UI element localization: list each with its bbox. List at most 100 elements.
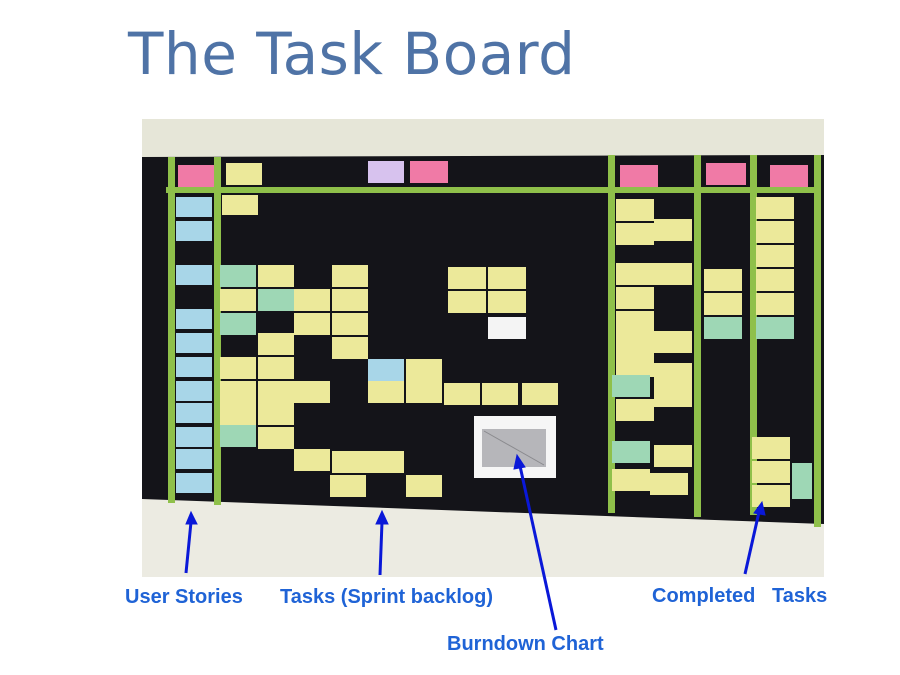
tape-col-5	[750, 155, 757, 515]
task-card	[294, 313, 330, 335]
story-card	[176, 357, 212, 377]
burndown-chart-sheet	[474, 416, 556, 478]
task-card	[752, 485, 790, 507]
story-card	[176, 309, 212, 329]
task-card	[756, 221, 794, 243]
task-card	[650, 473, 688, 495]
task-card-green	[792, 463, 812, 499]
story-card	[176, 197, 212, 217]
task-board-illustration	[142, 119, 824, 577]
story-card	[176, 381, 212, 401]
task-card-green	[612, 441, 650, 463]
task-card	[258, 357, 294, 379]
task-card	[332, 289, 368, 311]
task-board-photo	[142, 119, 824, 577]
task-card	[616, 355, 654, 377]
task-card	[654, 445, 692, 467]
task-card	[756, 269, 794, 291]
task-card	[220, 357, 256, 379]
in-progress-cards	[612, 199, 692, 495]
task-card	[616, 287, 654, 309]
task-card	[756, 293, 794, 315]
story-card	[176, 265, 212, 285]
header-card-to-verify	[706, 163, 746, 185]
header-tape	[166, 187, 816, 193]
header-card-todo	[226, 163, 262, 185]
task-card	[258, 403, 294, 425]
tape-col-3	[608, 155, 615, 513]
task-card	[368, 451, 404, 473]
task-card	[406, 359, 442, 381]
task-card	[616, 399, 654, 421]
task-card	[294, 381, 330, 403]
task-card-green	[704, 317, 742, 339]
header-cards	[178, 161, 808, 187]
header-card-story	[178, 165, 214, 187]
task-card-white	[488, 317, 526, 339]
task-card	[654, 385, 692, 407]
task-card-green	[220, 313, 256, 335]
wall-top	[142, 119, 824, 159]
tape-col-2	[214, 157, 221, 505]
slide-title: The Task Board	[128, 20, 576, 88]
tape-col-6	[814, 155, 821, 527]
story-card	[176, 403, 212, 423]
burndown-caption: Burndown Chart	[447, 633, 604, 655]
task-card	[522, 383, 558, 405]
task-card	[406, 475, 442, 497]
tape-col-1	[168, 157, 175, 503]
task-card-green	[220, 425, 256, 447]
task-card-green	[756, 317, 794, 339]
task-card	[332, 313, 368, 335]
task-card-green	[220, 265, 256, 287]
task-card	[222, 195, 258, 215]
task-card-green	[612, 375, 650, 397]
task-card	[368, 381, 404, 403]
done-cards	[752, 197, 812, 507]
task-card	[332, 265, 368, 287]
task-card	[258, 333, 294, 355]
tape-col-4	[694, 155, 701, 517]
header-card-done	[770, 165, 808, 187]
backlog-other-cards	[220, 265, 526, 447]
task-card	[654, 363, 692, 385]
task-card	[406, 381, 442, 403]
user-stories-caption: User Stories	[125, 586, 243, 608]
task-card	[756, 245, 794, 267]
task-card	[616, 333, 654, 355]
task-card	[330, 475, 366, 497]
task-card	[332, 451, 368, 473]
task-card	[704, 269, 742, 291]
task-card	[616, 311, 654, 333]
task-card	[220, 289, 256, 311]
story-card	[176, 473, 212, 493]
task-card-blue	[368, 359, 404, 381]
task-card	[448, 291, 486, 313]
burndown-line	[483, 430, 545, 466]
task-card	[616, 263, 654, 285]
task-card	[654, 263, 692, 285]
task-card	[294, 449, 330, 471]
task-card	[616, 223, 654, 245]
header-card-tasks-b	[410, 161, 448, 183]
story-cards	[176, 197, 212, 493]
story-card	[176, 449, 212, 469]
task-card	[704, 293, 742, 315]
task-card	[752, 461, 790, 483]
task-card	[448, 267, 486, 289]
black-board	[142, 155, 824, 524]
task-card	[752, 437, 790, 459]
completed-tasks-caption: Tasks	[772, 585, 828, 607]
task-card	[258, 427, 294, 449]
task-card	[488, 267, 526, 289]
task-card-green	[258, 289, 294, 311]
task-card	[654, 219, 692, 241]
header-card-tasks-a	[368, 161, 404, 183]
task-card	[756, 197, 794, 219]
task-card	[294, 289, 330, 311]
task-card	[444, 383, 480, 405]
tasks-caption: Tasks (Sprint backlog)	[280, 586, 494, 608]
completed-caption: Completed	[652, 585, 756, 607]
in-progress-green-cards	[612, 375, 650, 463]
task-card	[654, 331, 692, 353]
